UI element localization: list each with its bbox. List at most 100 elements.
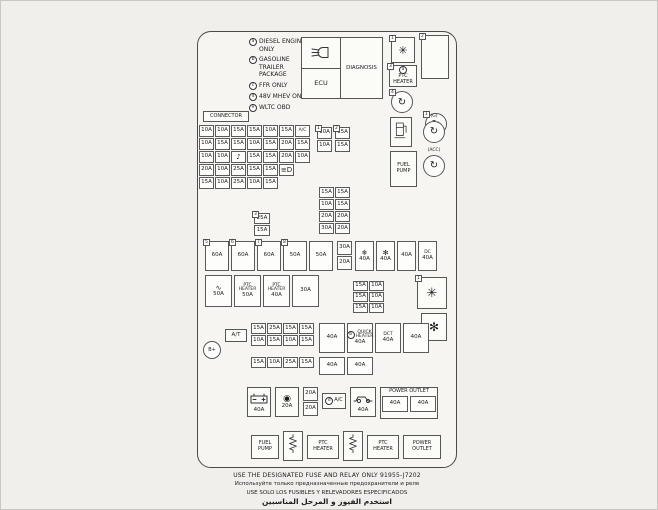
ptc-heater-relay-box: 3 a PTC HEATER bbox=[387, 63, 417, 87]
fuse-rating: 40A bbox=[354, 338, 366, 345]
relay-box-2: 2 bbox=[419, 33, 449, 79]
fuse-rating: 30A bbox=[339, 244, 350, 251]
power-outlet-fuse-box: POWER OUTLET bbox=[403, 435, 441, 459]
variant-mark: b bbox=[346, 331, 355, 340]
fuse-rating: 10A bbox=[321, 200, 332, 207]
ac-fuse-box: d A/C bbox=[322, 393, 346, 409]
fuse: 40A bbox=[382, 395, 408, 412]
fuse-rating: 30A bbox=[300, 287, 311, 294]
fuse: 15A bbox=[299, 357, 314, 368]
main-fuse-row-2: ∿ 50A PTC HEATER 50A PTC HEATER 40A 30A bbox=[205, 275, 319, 307]
fuse: PTC HEATER 50A bbox=[234, 275, 261, 307]
fuse-label: QUICK HEATER bbox=[355, 329, 374, 340]
fuse: 20A bbox=[337, 256, 352, 270]
fuse-label: DCT bbox=[383, 331, 393, 337]
fuse-number: 8 bbox=[281, 239, 288, 246]
side-grid-row: 20A 20A bbox=[319, 211, 350, 222]
fuse: 10A bbox=[199, 125, 214, 137]
fuel-pump-relay-box: FUEL PUMP bbox=[390, 151, 417, 187]
g-relay: (G) ↻ bbox=[423, 114, 445, 143]
fuse: 20A bbox=[279, 151, 294, 163]
at-label: A/T bbox=[231, 332, 241, 339]
fuse-rating: 60A bbox=[211, 252, 223, 259]
at-box: A/T bbox=[225, 329, 247, 342]
ecu-diagnosis-box: ECU DIAGNOSIS bbox=[301, 37, 383, 99]
fuse: ♪ bbox=[231, 151, 246, 163]
fuel-pump-icon bbox=[394, 119, 408, 145]
fuse-rating: 15A bbox=[201, 179, 212, 186]
fuse-rating: 40A bbox=[382, 336, 394, 343]
diagnosis-label: DIAGNOSIS bbox=[346, 65, 377, 71]
fuse-rating: 15A bbox=[337, 129, 348, 136]
fuse-rating: 40A bbox=[357, 407, 369, 414]
fuse-rating: 10A bbox=[371, 282, 382, 289]
fuse-rating: 50A bbox=[315, 252, 327, 259]
fuse-rating: 15A bbox=[301, 358, 312, 365]
fuse-rating: 10A bbox=[319, 142, 330, 149]
fuse: ❄ 40A bbox=[355, 241, 374, 271]
acc-relay: (ACC) ↻ bbox=[423, 148, 445, 177]
fuse-rating: 40A bbox=[359, 255, 370, 262]
fuse-number: 2 bbox=[333, 125, 340, 132]
fuse: 25A bbox=[267, 323, 282, 334]
connector-label: CONNECTOR bbox=[209, 112, 243, 119]
fuse-rating: 20A bbox=[201, 166, 212, 173]
fuse-rating: 15A bbox=[249, 166, 260, 173]
fuse: PTC HEATER 40A bbox=[263, 275, 290, 307]
fuse-rating: 10A bbox=[201, 140, 212, 147]
fuse-rating: 10A bbox=[217, 166, 228, 173]
fuse: 30A bbox=[292, 275, 319, 307]
fuse-rating: 15A bbox=[281, 127, 292, 134]
power-outlet-fuses: 40A 40A bbox=[382, 395, 436, 412]
connector-fuse-grid: 10A 10A 15A 15A 10A bbox=[199, 125, 310, 189]
connector-row-3: 10A 10A ♪ 15A 15A bbox=[199, 151, 310, 163]
horn-icon: ♪ bbox=[236, 152, 241, 161]
fuse-rating: 60A bbox=[263, 252, 275, 259]
fuse-rating: 10A bbox=[217, 127, 228, 134]
fuse-rating: 15A bbox=[337, 142, 348, 149]
row3-grid-row: 15A 25A 15A 15A bbox=[251, 323, 314, 334]
fuse: 20A bbox=[199, 164, 214, 176]
fuse-rating: 25A bbox=[269, 324, 280, 331]
fuse-label: DC bbox=[424, 249, 431, 255]
fuel-pump-label: FUEL PUMP bbox=[396, 162, 411, 174]
fuse-rating: 15A bbox=[269, 336, 280, 343]
fuse-rating: 25A bbox=[233, 179, 244, 186]
fuse: 15A bbox=[247, 151, 262, 163]
fuse: 10A bbox=[199, 138, 214, 150]
fuse: 25A bbox=[231, 177, 246, 189]
fuse-rating: 15A bbox=[301, 336, 312, 343]
relay-number: 2 bbox=[419, 33, 426, 40]
row3-big-fuses: 40A b QUICK HEATER 40A DCT 40A 40A bbox=[319, 323, 429, 353]
main-fuse-row-1-numbered: 5 60A 6 60A 7 60A 8 50A bbox=[203, 239, 333, 271]
power-outlet-label: POWER OUTLET bbox=[412, 440, 432, 452]
fuse: 15A bbox=[319, 187, 334, 198]
relay-rotation-icon: ↻ bbox=[397, 96, 407, 108]
fuse: 40A bbox=[403, 323, 429, 353]
fuse-pair-2: 2 15A 15A bbox=[333, 125, 350, 152]
fuse-rating: 10A bbox=[249, 179, 260, 186]
ecu-label: ECU bbox=[302, 67, 340, 99]
fuse-rating: 40A bbox=[389, 400, 401, 406]
part-number: 91955-J7202 bbox=[379, 472, 421, 479]
ptc-heater-label: PTC HEATER bbox=[313, 440, 333, 452]
side-fuse-grid: 15A 15A 10A 15A bbox=[319, 187, 350, 234]
acc-relay-label: (ACC) bbox=[427, 148, 441, 153]
fuse: 10A bbox=[251, 335, 266, 346]
fuse: 10A bbox=[215, 125, 230, 137]
fuse: 10A bbox=[369, 281, 384, 291]
fuse: 15A bbox=[251, 323, 266, 334]
battery-stud: B+ bbox=[203, 341, 221, 359]
fuse: 25A bbox=[283, 357, 298, 368]
fuse: 50A bbox=[309, 241, 333, 271]
fuse-rating: 25A bbox=[285, 358, 296, 365]
fuse-rating: 15A bbox=[301, 324, 312, 331]
fuse-rating: 15A bbox=[355, 282, 366, 289]
fuse-rating: 40A bbox=[401, 252, 412, 259]
power-outlet-label: POWER OUTLET bbox=[389, 388, 429, 394]
fuse: A/C bbox=[295, 125, 310, 137]
fuse-rating: 40A bbox=[326, 334, 338, 341]
stud-label: B+ bbox=[208, 347, 216, 353]
fuse-rating: 20A bbox=[305, 405, 316, 412]
heater-coil-icon bbox=[287, 432, 299, 460]
